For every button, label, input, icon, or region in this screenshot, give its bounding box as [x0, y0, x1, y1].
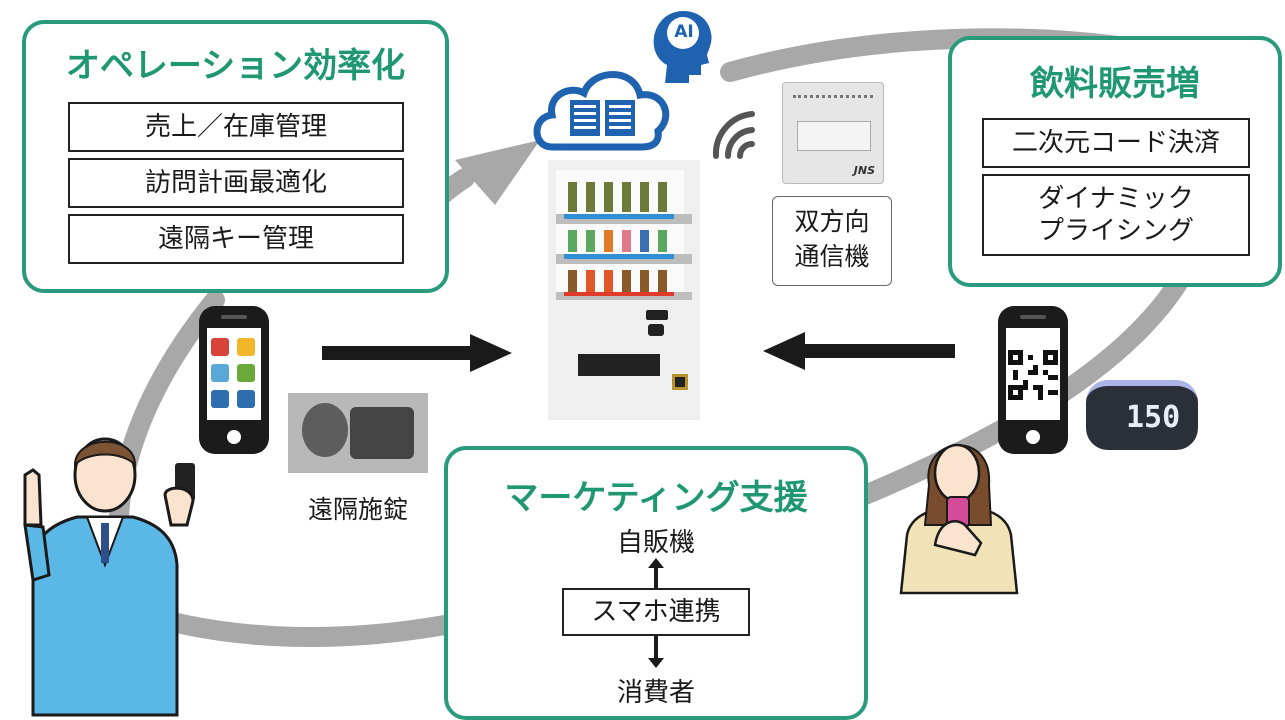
worker-figure — [23, 437, 195, 717]
sales-title: 飲料販売増 — [1030, 64, 1200, 104]
ai-brain-icon — [653, 10, 712, 84]
left-smartphone — [199, 306, 269, 454]
loop-arrowhead — [455, 140, 540, 205]
marketing-title: マーケティング支援 — [504, 478, 808, 518]
woman-figure — [899, 443, 1019, 595]
app-grid — [207, 328, 261, 420]
operation-panel: オペレーション効率化 売上／在庫管理 訪問計画最適化 遠隔キー管理 — [22, 20, 449, 293]
price-display: 150 — [1086, 380, 1198, 450]
sales-item-qr-payment: 二次元コード決済 — [982, 118, 1250, 168]
up-arrow — [648, 558, 664, 590]
device-brand: JNS — [853, 164, 875, 177]
vending-buttons — [648, 324, 664, 336]
black-arrows — [322, 332, 955, 372]
marketing-vending: 自販機 — [616, 528, 695, 558]
device-leds — [793, 95, 873, 106]
marketing-smartphone-link: スマホ連携 — [562, 588, 750, 636]
vending-machine-icon — [548, 160, 700, 420]
qr-code-icon — [1008, 350, 1058, 400]
vending-coin-slot — [646, 310, 668, 320]
vending-outlet — [578, 354, 660, 376]
remote-lock-photo — [288, 393, 428, 473]
operation-item-sales-inventory: 売上／在庫管理 — [68, 102, 404, 152]
sales-item-dynamic-pricing: ダイナミック プライシング — [982, 174, 1250, 256]
vending-reader — [672, 374, 688, 390]
lock-body — [350, 407, 414, 459]
communication-device: JNS — [782, 82, 884, 184]
ai-badge: AI — [674, 22, 694, 42]
device-panel — [797, 121, 871, 151]
sales-panel: 飲料販売増 二次元コード決済 ダイナミック プライシング — [948, 36, 1282, 287]
cloud-server-icon — [533, 71, 670, 151]
marketing-panel: マーケティング支援 自販機 スマホ連携 消費者 — [444, 446, 868, 720]
operation-title: オペレーション効率化 — [65, 46, 406, 86]
display-value: 150 — [1126, 400, 1181, 435]
wifi-signal-icon — [712, 111, 755, 159]
down-arrow — [648, 636, 664, 668]
operation-item-remote-key: 遠隔キー管理 — [68, 214, 404, 264]
lock-gear — [302, 403, 348, 457]
vending-products — [556, 182, 692, 300]
remote-lock-label: 遠隔施錠 — [307, 495, 408, 524]
marketing-consumer: 消費者 — [616, 678, 695, 708]
operation-item-visit-plan: 訪問計画最適化 — [68, 158, 404, 208]
comm-device-label: 双方向 通信機 — [772, 196, 892, 286]
right-smartphone — [998, 306, 1068, 454]
